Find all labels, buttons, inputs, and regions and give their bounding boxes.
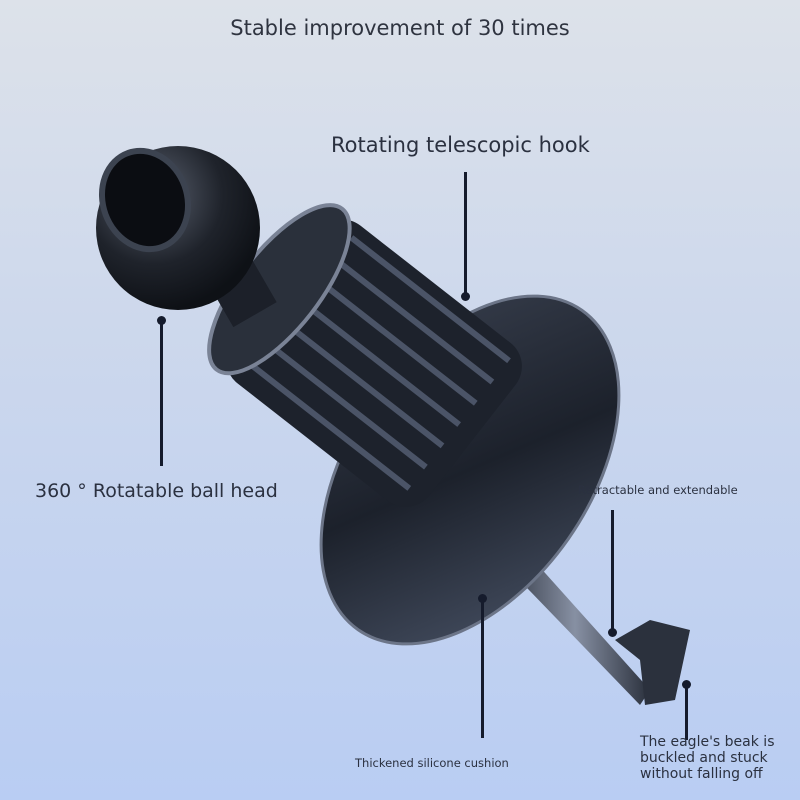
callout-ball-line bbox=[160, 320, 163, 466]
callout-hook-label: Rotating telescopic hook bbox=[331, 133, 590, 157]
callout-beak-line bbox=[685, 684, 688, 740]
callout-retractable-dot bbox=[608, 628, 617, 637]
callout-hook-line bbox=[464, 172, 467, 296]
callout-beak-label: The eagle's beak is buckled and stuck wi… bbox=[640, 734, 775, 782]
callout-cushion-label: Thickened silicone cushion bbox=[355, 756, 509, 770]
callout-cushion-line bbox=[481, 598, 484, 738]
callout-ball-label: 360 ° Rotatable ball head bbox=[35, 480, 278, 502]
callout-retractable-label: Retractable and extendable bbox=[578, 483, 738, 497]
callout-retractable-line bbox=[611, 510, 614, 634]
callout-hook-dot bbox=[461, 292, 470, 301]
ribbed-cylinder bbox=[207, 203, 522, 507]
page-title: Stable improvement of 30 times bbox=[230, 16, 570, 40]
hook-arm bbox=[500, 545, 690, 705]
ball-head-opening bbox=[98, 147, 192, 253]
